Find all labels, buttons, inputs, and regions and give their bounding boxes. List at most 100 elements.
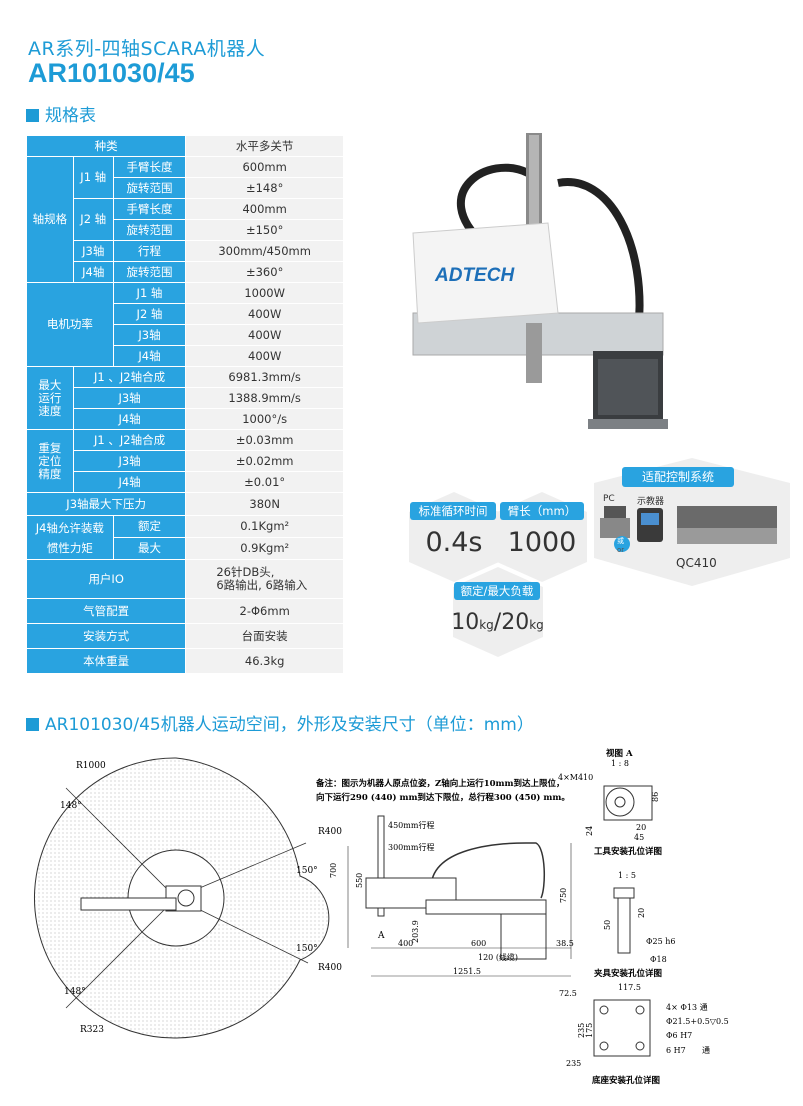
cycle-time-value: 0.4s <box>425 527 483 558</box>
pc-label: PC <box>603 494 615 504</box>
payload-value: 10kg/20kg <box>450 610 545 635</box>
z-axis <box>526 323 542 383</box>
space-section-heading: AR101030/45机器人运动空间，外形及安装尺寸（单位：mm） <box>26 710 534 735</box>
dim-400: 400 <box>398 939 413 948</box>
spec-section-heading: 规格表 <box>26 101 96 126</box>
spec-value: 6981.3mm/s <box>185 366 344 388</box>
arm-length-label: 臂长（mm） <box>500 502 584 520</box>
group-line: 运行 <box>38 390 62 405</box>
arm-cover <box>412 222 559 324</box>
dim-phi25: Φ25 h6 <box>646 937 676 946</box>
cable-side <box>430 842 546 899</box>
dim-750: 750 <box>559 888 568 903</box>
robot-logo: ADTECH <box>434 265 515 286</box>
cable <box>456 163 530 246</box>
base-detail-title: 底座安装孔位详图 <box>592 1075 660 1086</box>
spec-value: 2-Φ6mm <box>185 598 344 624</box>
dim-600: 600 <box>471 939 486 948</box>
spec-label: J3轴 <box>72 450 187 472</box>
pc-laptop-icon <box>600 518 630 538</box>
bolt-hole-icon <box>599 1005 609 1015</box>
dimension-drawings: R1000 R400 R400 R323 148° 148° 150° 150°… <box>34 748 729 1086</box>
or-label: 或 <box>617 537 624 545</box>
spec-value: ±0.01° <box>185 471 344 493</box>
dim-235: 235 <box>566 1059 581 1068</box>
spec-value: 0.1Kgm² <box>185 515 344 538</box>
spec-value: 1000°/s <box>185 408 344 430</box>
spec-value: 380N <box>185 492 344 516</box>
cycle-time-label: 标准循环时间 <box>410 502 496 520</box>
arm-length-value: 1000 <box>507 527 577 558</box>
spec-value: 1000W <box>185 282 344 304</box>
spec-label: 安装方式 <box>25 623 187 649</box>
table-row: 安装方式台面安装 <box>25 623 344 649</box>
limit-line <box>65 897 177 1009</box>
dim-50: 50 <box>603 920 612 930</box>
dim-72-5: 72.5 <box>559 989 577 998</box>
fixture-detail-title: 夹具安装孔位详图 <box>594 968 662 979</box>
pendant-screen <box>641 513 659 525</box>
spec-label: J1 轴 <box>72 156 114 199</box>
angle-148: 148° <box>64 987 86 997</box>
base-side <box>500 913 547 960</box>
spec-label: J2 轴 <box>72 198 114 241</box>
load-sep: / <box>493 610 502 635</box>
rated-load: 10 <box>451 610 480 635</box>
dim-24: 24 <box>585 826 594 836</box>
table-row: 种类水平多关节 <box>25 135 344 157</box>
dim-175: 175 <box>585 1023 594 1038</box>
group-line: 重复 <box>38 440 62 455</box>
robot-illustration: ADTECH <box>412 133 668 429</box>
ball-screw-highlight <box>529 135 539 241</box>
spec-value: 水平多关节 <box>185 135 344 157</box>
spec-label: J1 、J2轴合成 <box>72 429 187 451</box>
spec-section-label: 规格表 <box>45 106 96 126</box>
group-line: 速度 <box>38 403 62 418</box>
group-line: J4轴允许装载 <box>35 520 104 535</box>
controller-label: 适配控制系统 <box>622 467 734 487</box>
dim-1251: 1251.5 <box>453 967 481 976</box>
dim-phi18: Φ18 <box>650 955 667 964</box>
view-a-title: 视图 A <box>606 748 633 759</box>
table-row: 旋转范围±148° <box>27 177 344 199</box>
dim-r400: R400 <box>318 827 342 837</box>
dim-r1000: R1000 <box>76 761 106 771</box>
limit-line <box>65 787 177 899</box>
value-line: 26针DB头, <box>216 565 275 579</box>
controller-model: QC410 <box>676 556 717 570</box>
hole-13: 4× Φ13 通 <box>666 1002 708 1012</box>
spec-label: J1 、J2轴合成 <box>72 366 187 388</box>
group-line: 精度 <box>38 466 62 481</box>
m4-depth: 10 <box>583 773 593 782</box>
spec-label: J1 轴 <box>112 282 187 304</box>
dim-117-5: 117.5 <box>618 983 641 992</box>
fixture-head <box>613 887 635 899</box>
joint-circle <box>177 889 195 907</box>
spec-value: 400W <box>185 345 344 367</box>
spec-label: J3轴 <box>112 324 187 346</box>
spec-value: 400mm <box>185 198 344 220</box>
scale-1-8: 1 : 8 <box>611 759 629 768</box>
spec-label: J3轴 <box>72 240 114 262</box>
spec-label: J4轴 <box>72 261 114 283</box>
spec-value: 400W <box>185 324 344 346</box>
spec-label: 手臂长度 <box>112 156 187 178</box>
stroke-300-label: 300mm行程 <box>388 842 434 852</box>
tool-detail-title: 工具安装孔位详图 <box>594 846 662 857</box>
load-unit: kg <box>479 618 494 632</box>
angle-148: 148° <box>60 801 82 811</box>
dim-203: 203.9 <box>411 920 420 943</box>
max-load: 20 <box>501 610 530 635</box>
series-title: AR系列-四轴SCARA机器人 <box>28 38 266 60</box>
